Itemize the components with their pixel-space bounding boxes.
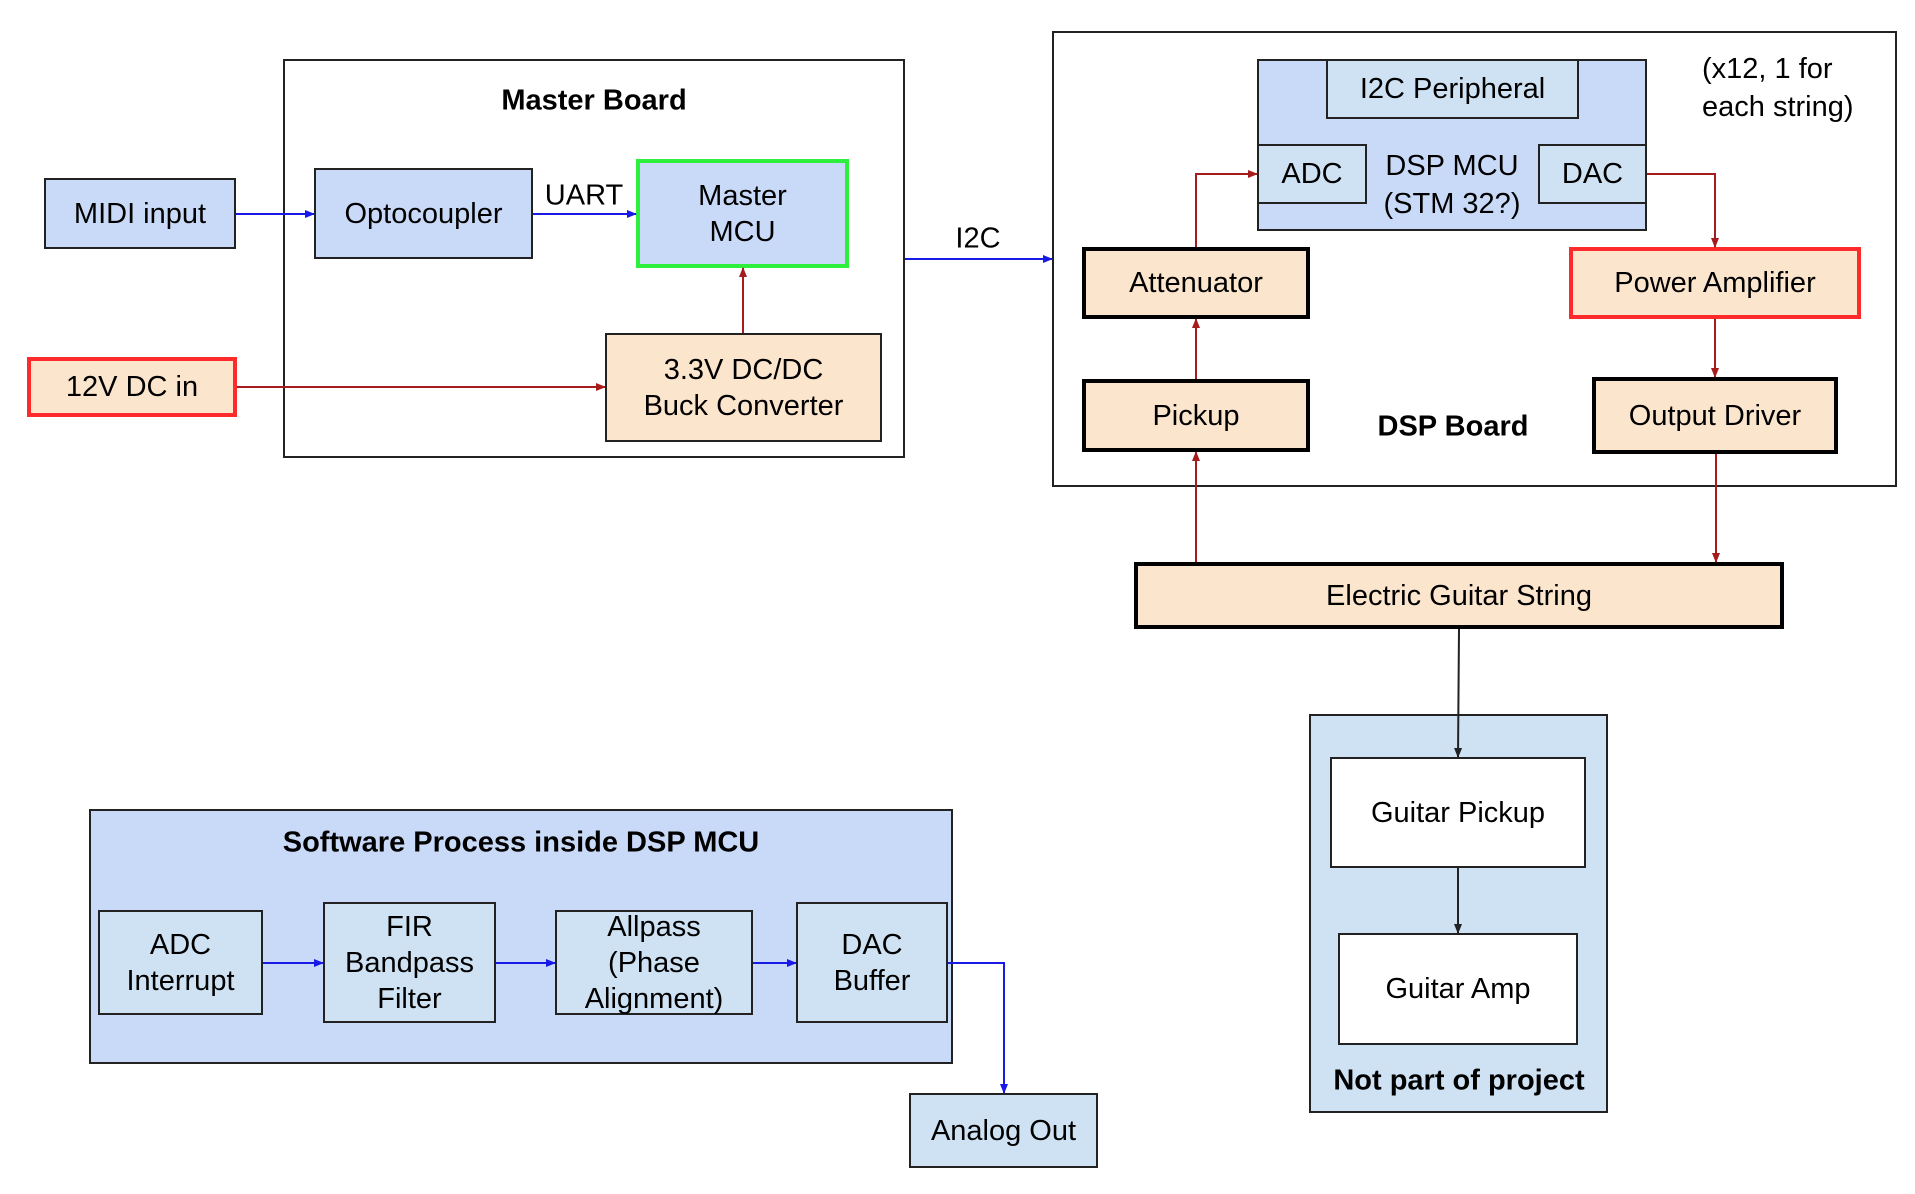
attenuator-block[interactable]: Attenuator — [1082, 247, 1310, 319]
pickup-block[interactable]: Pickup — [1082, 379, 1310, 452]
dsp-mcu-label: DSP MCU (STM 32?) — [1383, 150, 1521, 220]
wire-dac-buffer-to-analog-out — [948, 962, 1008, 1094]
master-board-frame — [283, 59, 905, 458]
guitar-pickup-label: Guitar Pickup — [1370, 796, 1546, 829]
dsp-board-title: DSP Board — [1377, 410, 1529, 443]
output-driver-label: Output Driver — [1628, 399, 1802, 432]
electric-guitar-string-block[interactable]: Electric Guitar String — [1134, 562, 1784, 629]
allpass-step[interactable]: Allpass (Phase Alignment) — [555, 910, 753, 1015]
master-mcu-label: Master MCU — [698, 179, 787, 248]
i2c-peripheral-label: I2C Peripheral — [1359, 73, 1546, 105]
pickup-label: Pickup — [1152, 399, 1240, 432]
buck-converter-block[interactable]: 3.3V DC/DC Buck Converter — [605, 333, 882, 442]
guitar-pickup-block[interactable]: Guitar Pickup — [1330, 757, 1586, 868]
allpass-label: Allpass (Phase Alignment) — [584, 910, 724, 1015]
fir-filter-label: FIR Bandpass Filter — [345, 910, 474, 1015]
power-input-label: 12V DC in — [65, 371, 199, 403]
external-equipment-title: Not part of project — [1333, 1064, 1585, 1097]
midi-input-label: MIDI input — [73, 197, 207, 230]
i2c-bus-label: I2C — [955, 222, 1001, 255]
power-amplifier-label: Power Amplifier — [1614, 267, 1816, 299]
electric-guitar-string-label: Electric Guitar String — [1326, 579, 1592, 612]
optocoupler-label: Optocoupler — [344, 197, 503, 230]
uart-label: UART — [544, 179, 624, 212]
midi-input-block[interactable]: MIDI input — [44, 178, 236, 249]
dac-buffer-step[interactable]: DAC Buffer — [796, 902, 948, 1023]
power-amplifier-block[interactable]: Power Amplifier — [1569, 247, 1861, 319]
dac-buffer-label: DAC Buffer — [833, 928, 911, 997]
adc-block[interactable]: ADC — [1257, 144, 1367, 204]
attenuator-label: Attenuator — [1129, 267, 1263, 299]
adc-interrupt-step[interactable]: ADC Interrupt — [98, 910, 263, 1015]
dsp-board-multiplicity-note: (x12, 1 for each string) — [1702, 53, 1854, 123]
master-mcu-block[interactable]: Master MCU — [636, 159, 849, 268]
power-input-block[interactable]: 12V DC in — [27, 357, 237, 417]
dac-label: DAC — [1561, 158, 1624, 190]
adc-label: ADC — [1281, 158, 1343, 190]
guitar-amp-label: Guitar Amp — [1385, 973, 1531, 1005]
guitar-amp-block[interactable]: Guitar Amp — [1338, 933, 1578, 1045]
output-driver-block[interactable]: Output Driver — [1592, 377, 1838, 454]
optocoupler-block[interactable]: Optocoupler — [314, 168, 533, 259]
buck-converter-label: 3.3V DC/DC Buck Converter — [643, 353, 844, 422]
analog-out-label: Analog Out — [930, 1114, 1077, 1147]
master-board-title: Master Board — [501, 84, 687, 117]
analog-out-block[interactable]: Analog Out — [909, 1093, 1098, 1168]
i2c-peripheral-block[interactable]: I2C Peripheral — [1326, 59, 1579, 119]
dsp-board-frame — [1052, 31, 1897, 487]
adc-interrupt-label: ADC Interrupt — [126, 928, 235, 997]
fir-filter-step[interactable]: FIR Bandpass Filter — [323, 902, 496, 1023]
dac-block[interactable]: DAC — [1538, 144, 1647, 204]
software-process-title: Software Process inside DSP MCU — [282, 826, 760, 859]
